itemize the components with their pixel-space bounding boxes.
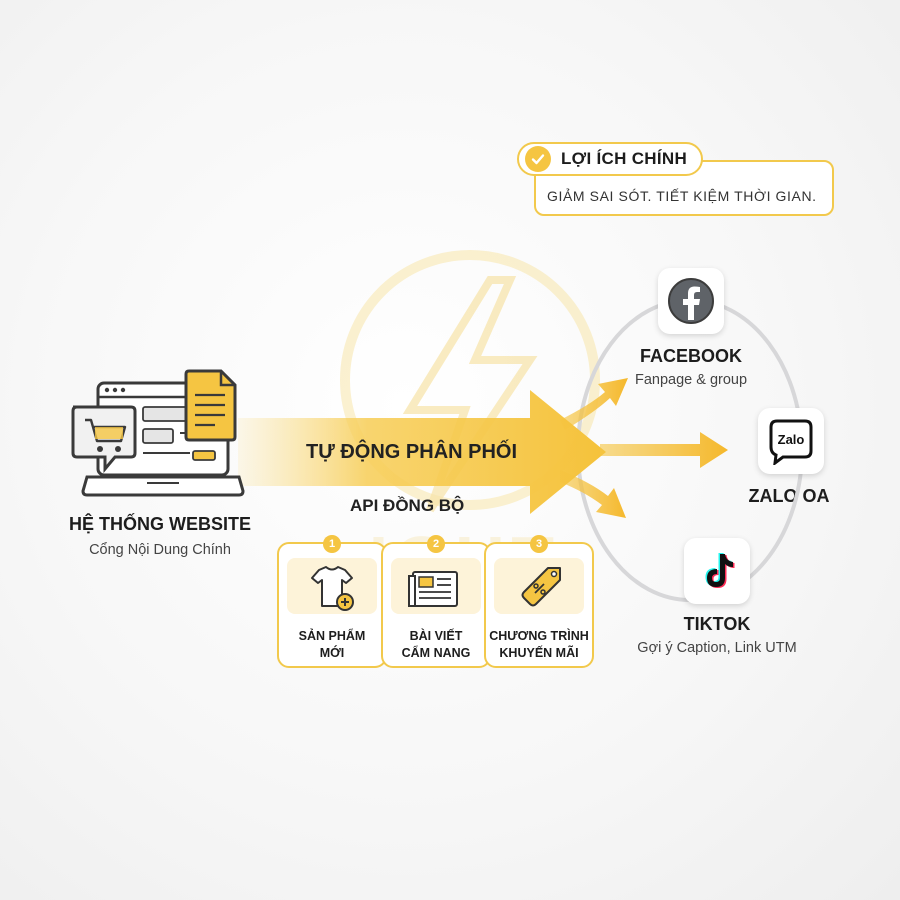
flow-main-label: TỰ ĐỘNG PHÂN PHỐI [306, 441, 518, 463]
arrow-to-zalo [600, 432, 728, 468]
zalo-title: ZALO OA [748, 486, 830, 506]
zalo-app-tile: Zalo [758, 408, 824, 474]
tiktok-subtitle: Gợi ý Caption, Link UTM [637, 640, 797, 656]
card-number: 2 [427, 535, 445, 553]
benefit-title: LỢI ÍCH CHÍNH [561, 149, 688, 168]
website-laptop-illustration [71, 369, 245, 497]
card-label-line2: MỚI [319, 646, 345, 660]
card-label-line1: BÀI VIẾT [409, 629, 463, 643]
card-new-products: 1 SẢN PHẨM MỚI [277, 535, 387, 668]
card-label-line2: CẨM NANG [401, 646, 471, 660]
card-articles: 2 BÀI VIẾT CẨM NANG [381, 535, 491, 668]
flow-api-label: API ĐỒNG BỘ [350, 496, 465, 515]
tiktok-icon [705, 553, 735, 588]
price-tag-icon [521, 567, 561, 607]
arrow-to-tiktok [560, 470, 626, 518]
facebook-icon [668, 278, 714, 324]
benefit-text: GIẢM SAI SÓT. TIẾT KIỆM THỜI GIAN. [547, 188, 817, 204]
card-label-line2: KHUYẾN MÃI [499, 646, 579, 660]
facebook-subtitle: Fanpage & group [634, 372, 748, 388]
tiktok-title: TIKTOK [683, 614, 751, 634]
zalo-icon: Zalo [769, 419, 813, 465]
tshirt-plus-icon [311, 566, 354, 611]
card-number: 3 [530, 535, 548, 553]
website-subtitle: Cổng Nội Dung Chính [89, 542, 231, 558]
newspaper-icon [408, 571, 458, 607]
main-arrow [238, 390, 606, 514]
card-label-line1: CHƯƠNG TRÌNH [489, 629, 589, 643]
zalo-icon-text: Zalo [778, 432, 805, 447]
card-promotions: 3 CHƯƠNG TRÌNH KHUYẾN MÃI [484, 535, 594, 668]
tiktok-app-tile [684, 538, 750, 604]
facebook-title: FACEBOOK [639, 346, 742, 366]
card-number: 1 [323, 535, 341, 553]
arrow-to-facebook [560, 378, 628, 430]
benefit-tag: LỢI ÍCH CHÍNH [517, 142, 703, 176]
card-label-line1: SẢN PHẨM [298, 629, 366, 643]
check-icon [525, 146, 551, 172]
website-title: HỆ THỐNG WEBSITE [68, 514, 251, 534]
facebook-app-tile [658, 268, 724, 334]
